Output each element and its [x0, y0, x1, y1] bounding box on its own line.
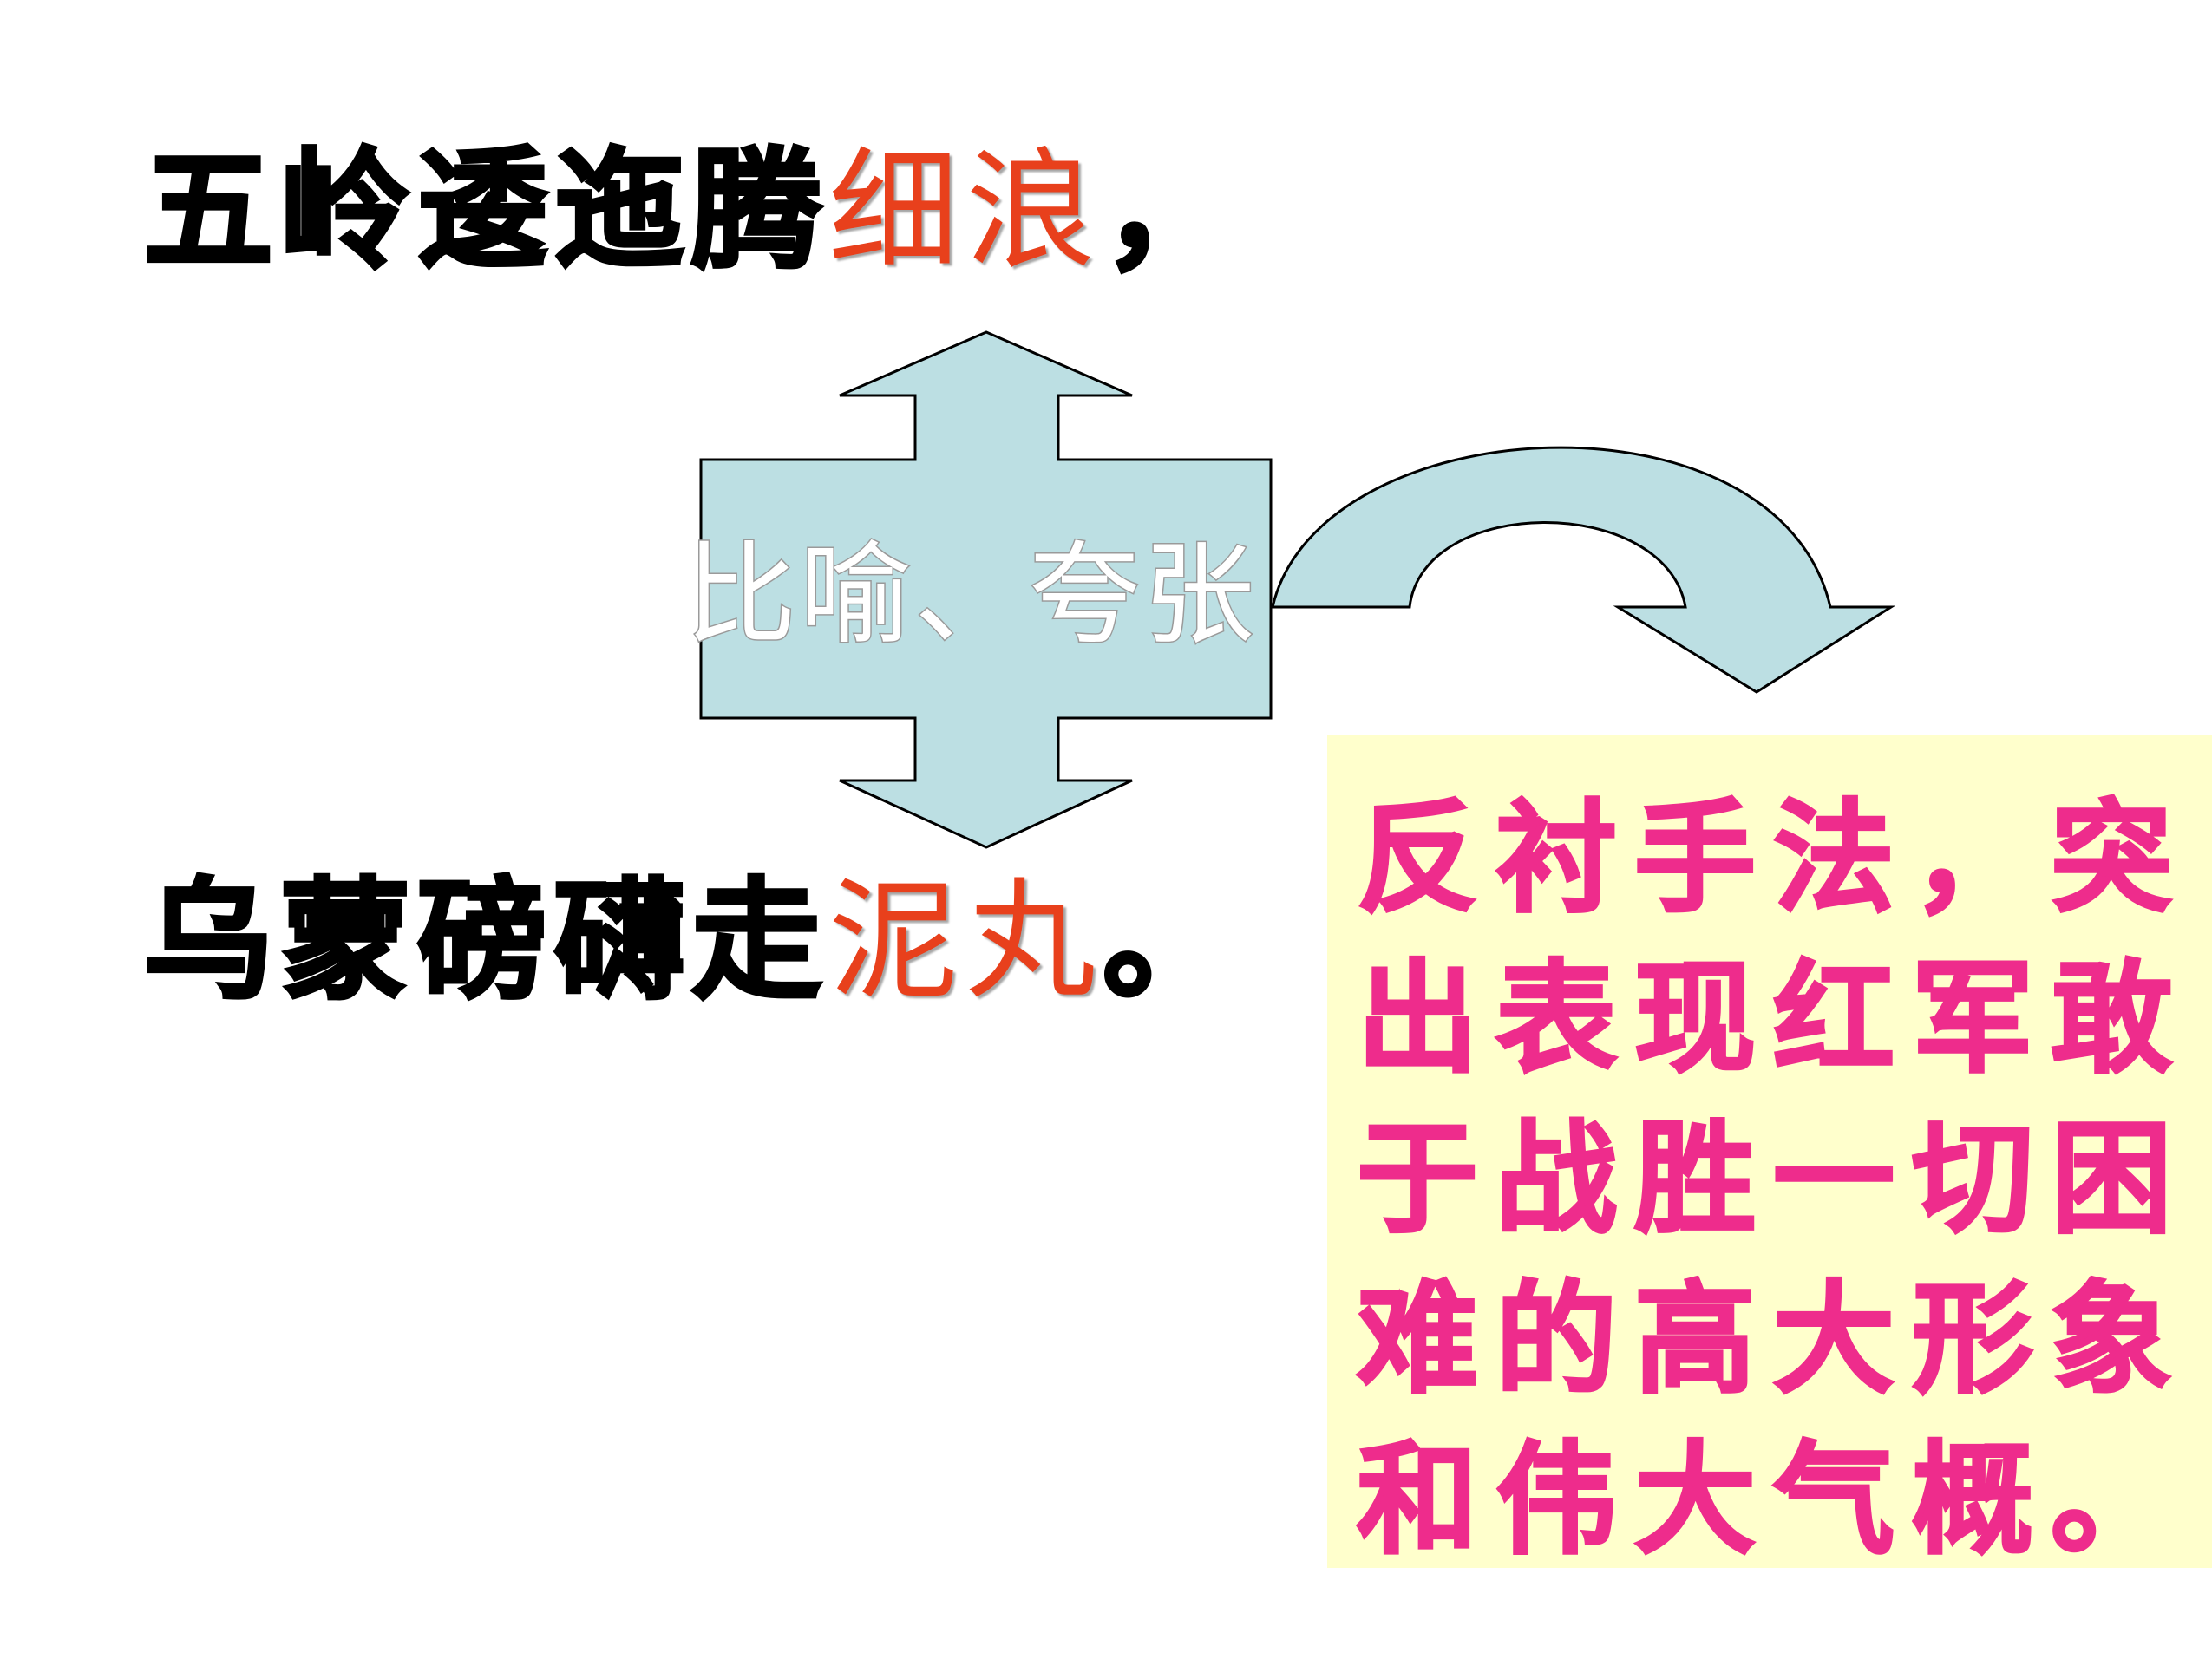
- arrow-label: 比喻、夸张: [685, 531, 1258, 660]
- callout-line-4: 难的高大形象: [1356, 1268, 2190, 1413]
- poem-line-2: 乌蒙磅礴走泥丸。: [141, 874, 1240, 1008]
- callout-line-2: 出表现红军敢: [1356, 947, 2190, 1092]
- poem-line-1-prefix: 五岭逶迤腾: [141, 134, 829, 287]
- callout-line-5: 和伟大气概。: [1356, 1428, 2190, 1573]
- poem-line-1: 五岭逶迤腾细浪，: [141, 144, 1240, 278]
- curved-arrow-shape: [1271, 446, 1896, 694]
- poem-line-2-suffix: 。: [1101, 865, 1240, 1017]
- poem-line-1-suffix: ，: [1101, 134, 1240, 287]
- poem-line-1-highlight: 细浪: [828, 136, 1103, 287]
- callout-line-3: 于战胜一切困: [1356, 1107, 2190, 1252]
- poem-line-2-highlight: 泥丸: [828, 866, 1103, 1017]
- callout-box: 反衬手法，突 出表现红军敢 于战胜一切困 难的高大形象 和伟大气概。: [1327, 735, 2212, 1573]
- callout-line-1: 反衬手法，突: [1356, 787, 2190, 931]
- poem-line-2-prefix: 乌蒙磅礴走: [141, 865, 829, 1017]
- double-headed-arrow-shape: [699, 330, 1273, 849]
